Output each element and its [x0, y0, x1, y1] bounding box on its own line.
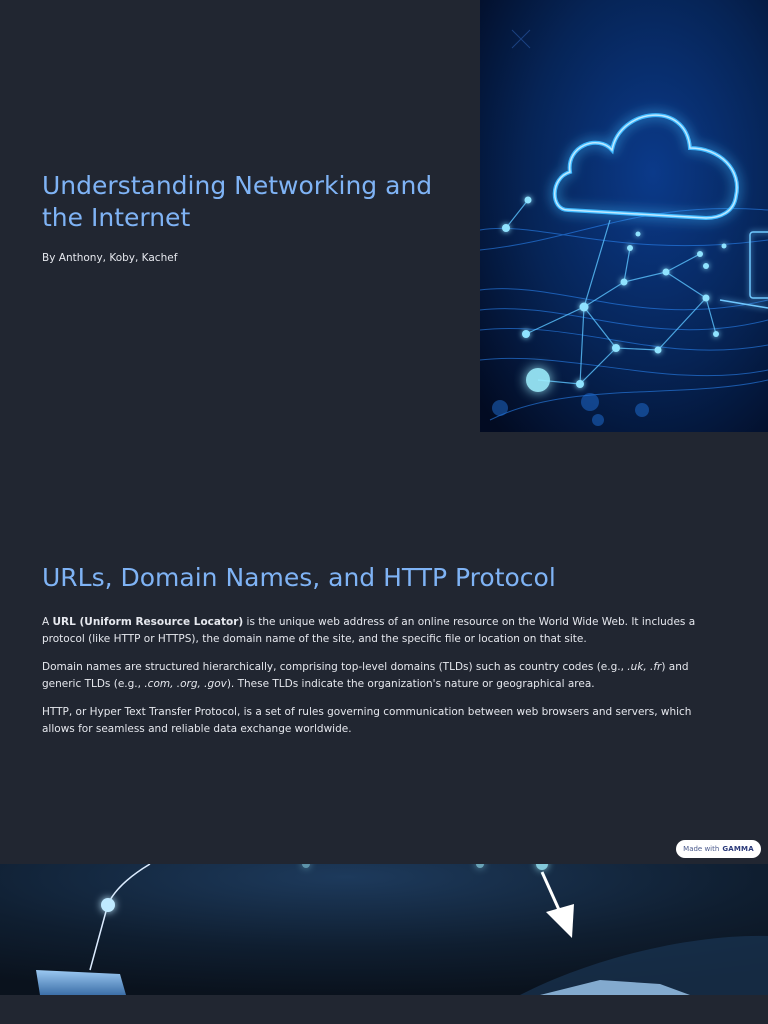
presentation-title: Understanding Networking and the Interne…: [42, 171, 433, 232]
section-title: URLs, Domain Names, and HTTP Protocol: [42, 563, 556, 592]
network-arrow-illustration: [0, 864, 768, 995]
badge-prefix: Made with: [683, 845, 720, 853]
paragraph-text: A: [42, 616, 53, 628]
url-term: URL (Uniform Resource Locator): [52, 616, 244, 628]
title-slide: Understanding Networking and the Interne…: [0, 0, 768, 432]
network-arrow-image: [0, 864, 768, 995]
made-with-gamma-badge[interactable]: Made with GAMMA: [676, 840, 761, 858]
authors-line: By Anthony, Koby, Kachef: [42, 252, 178, 264]
cloud-network-illustration: [480, 0, 768, 432]
cloud-network-image: [480, 0, 768, 432]
urls-slide: URLs, Domain Names, and HTTP Protocol A …: [0, 432, 768, 864]
gamma-logo: GAMMA: [722, 845, 754, 853]
bottom-bar: [0, 995, 768, 1024]
paragraph-text: is the unique web address of an online r…: [42, 616, 696, 645]
paragraph-text: ) and generic TLDs (e.g.,: [42, 661, 689, 690]
paragraph-text: Domain names are structured hierarchical…: [42, 661, 628, 673]
paragraph-text: ). These TLDs indicate the organization'…: [226, 678, 595, 690]
generic-tld-examples: .com, .org, .gov: [144, 678, 227, 690]
paragraph-domains: Domain names are structured hierarchical…: [42, 659, 726, 693]
paragraph-http: HTTP, or Hyper Text Transfer Protocol, i…: [42, 706, 692, 735]
paragraph-url: A URL (Uniform Resource Locator) is the …: [42, 614, 726, 648]
country-tld-examples: .uk, .fr: [627, 661, 662, 673]
